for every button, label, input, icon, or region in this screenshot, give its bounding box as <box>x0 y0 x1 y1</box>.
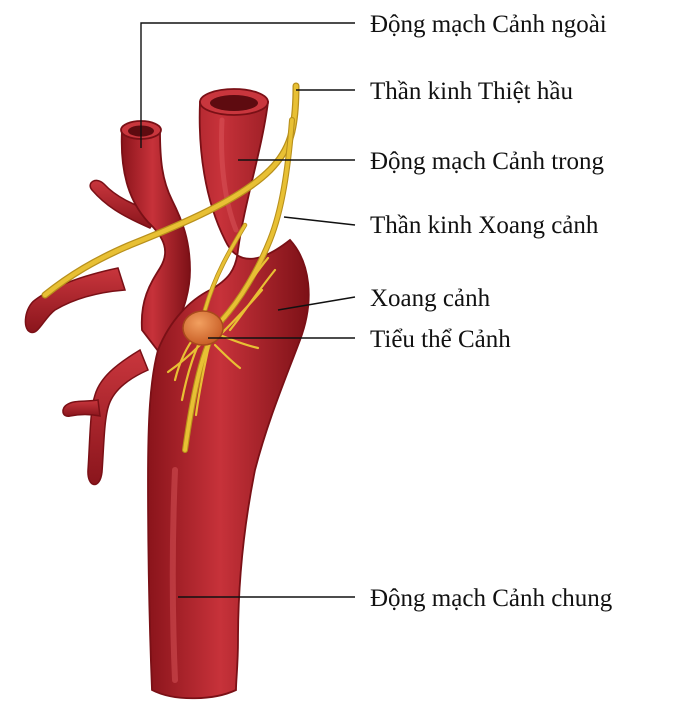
common-carotid-highlight <box>173 470 175 680</box>
label-common-carotid: Động mạch Cảnh chung <box>370 585 613 612</box>
arteries <box>25 89 308 698</box>
leader-sinus-nerve <box>284 217 355 225</box>
labels: Động mạch Cảnh ngoài Thần kinh Thiệt hầu… <box>370 11 613 612</box>
carotid-body <box>183 311 223 345</box>
label-sinus-nerve: Thần kinh Xoang cảnh <box>370 212 599 239</box>
label-glossopharyngeal-nerve: Thần kinh Thiệt hầu <box>370 78 573 105</box>
lower-side-branch-stub <box>63 400 100 416</box>
lower-side-branch <box>88 350 148 485</box>
external-carotid-side-branches <box>25 180 160 484</box>
label-carotid-sinus: Xoang cảnh <box>370 285 491 312</box>
label-carotid-body: Tiểu thể Cảnh <box>370 326 511 353</box>
label-external-carotid: Động mạch Cảnh ngoài <box>370 11 607 38</box>
label-internal-carotid: Động mạch Cảnh trong <box>370 148 604 175</box>
internal-carotid-lumen <box>210 95 258 111</box>
